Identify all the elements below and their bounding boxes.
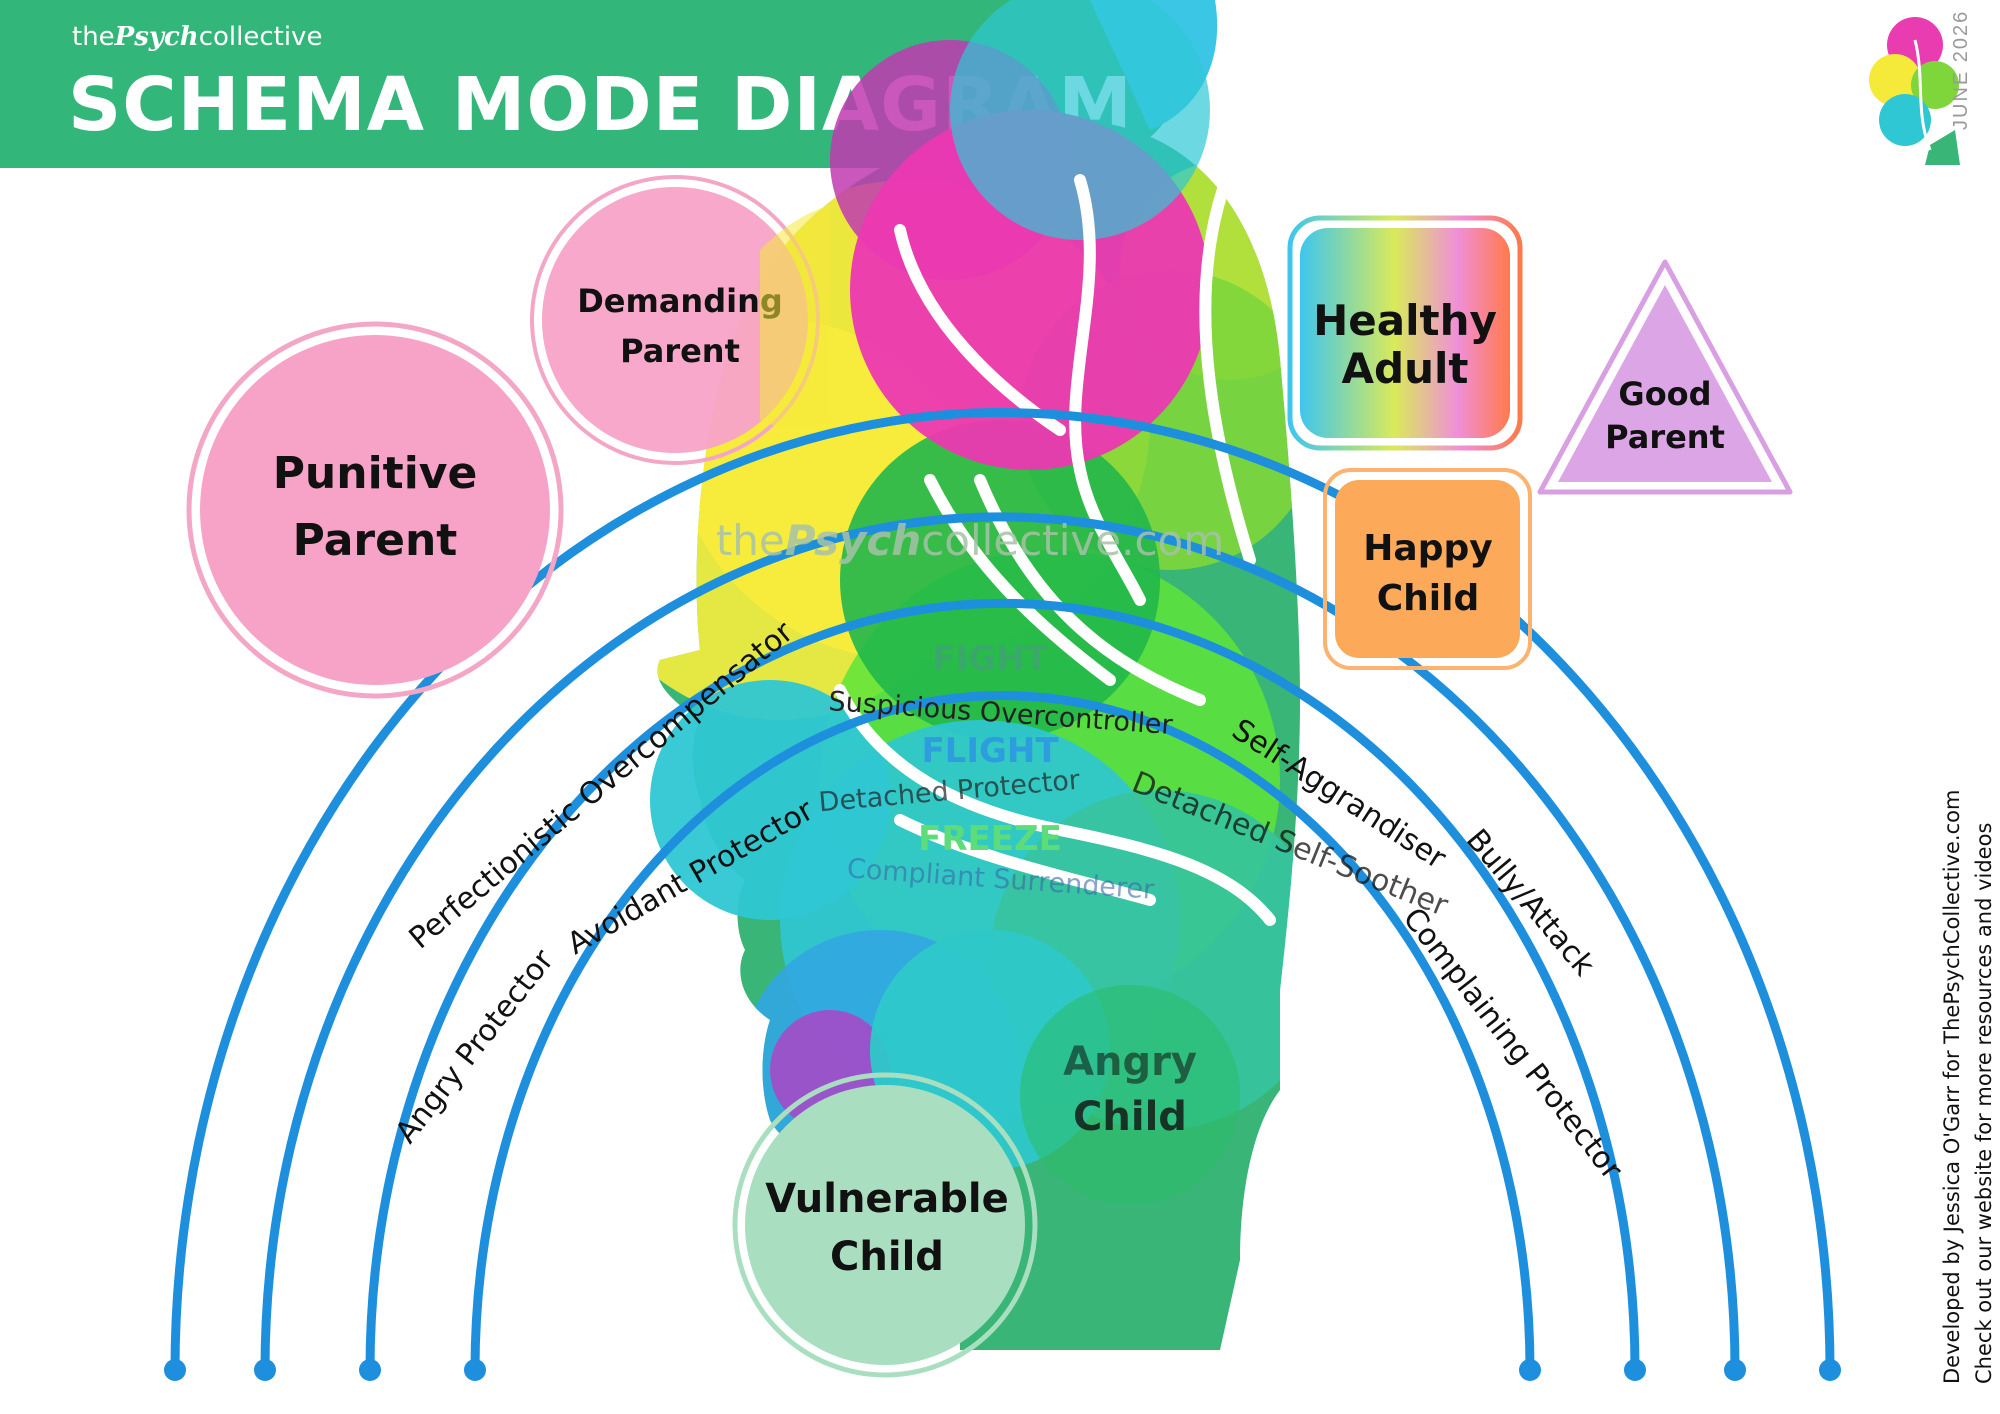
happy-child-line2: Child — [1377, 578, 1480, 619]
healthy-adult-line2: Adult — [1342, 344, 1469, 393]
vulnerable-child-line1: Vulnerable — [765, 1176, 1009, 1222]
teal-circle — [650, 680, 890, 920]
fight-label: FIGHT — [932, 639, 1048, 679]
punitive-parent-node: Punitive Parent — [186, 321, 564, 699]
brand-logo-text: thePsychcollective — [72, 22, 322, 52]
cyan-circle — [950, 0, 1210, 240]
punitive-parent-line1: Punitive — [273, 448, 478, 499]
footer-line2: Check out our website for more resources… — [1972, 822, 1996, 1384]
leaf-strokes — [834, 164, 1276, 926]
brand-post: collective — [198, 22, 323, 52]
complaining-protector-label: Complaining Protector — [1396, 901, 1630, 1187]
head-overlap — [760, 205, 830, 428]
healthy-adult-node: Healthy Adult — [1287, 215, 1523, 451]
punitive-parent-line2: Parent — [293, 515, 458, 566]
angry-child-line1: Angry — [1063, 1039, 1197, 1085]
angry-child-node: Angry Child — [1020, 985, 1240, 1205]
flight-label: FLIGHT — [921, 731, 1059, 771]
watermark-text: thePsychcollective.com — [716, 516, 1224, 565]
brand-script: Psych — [114, 22, 199, 52]
demanding-parent-line2: Parent — [620, 332, 740, 370]
freeze-label: FREEZE — [918, 819, 1062, 859]
brand-logo-icon — [1869, 17, 1960, 165]
good-parent-line2: Parent — [1605, 418, 1725, 456]
vulnerable-child-line2: Child — [830, 1234, 944, 1280]
vulnerable-child-node: Vulnerable Child — [732, 1072, 1038, 1378]
date-label: JUNE 2026 — [1950, 9, 1972, 130]
happy-child-node: Happy Child — [1323, 468, 1532, 670]
good-parent-node: Good Parent — [1537, 259, 1793, 495]
angry-child-line2: Child — [1073, 1094, 1187, 1140]
blue-arcs — [170, 408, 1835, 1371]
good-parent-line1: Good — [1618, 375, 1711, 413]
footer-line1: Developed by Jessica O'Garr for ThePsych… — [1940, 789, 1964, 1384]
footer-credits: Developed by Jessica O'Garr for ThePsych… — [1936, 790, 2000, 1384]
arc-endpoints — [164, 1359, 1841, 1381]
healthy-adult-line1: Healthy — [1313, 296, 1497, 345]
brand-pre: the — [72, 22, 115, 52]
happy-child-line1: Happy — [1363, 528, 1492, 569]
demanding-parent-line1: Demanding — [577, 282, 783, 320]
